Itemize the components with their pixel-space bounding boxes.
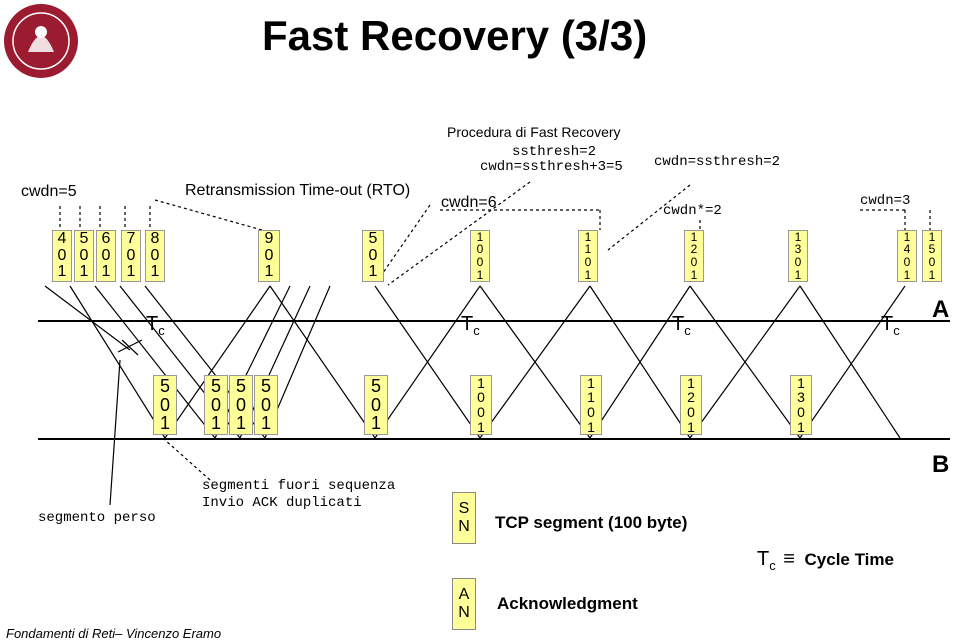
footer: Fondamenti di Reti– Vincenzo Eramo xyxy=(6,626,222,641)
page-title: Fast Recovery (3/3) xyxy=(262,12,648,59)
university-logo xyxy=(2,2,80,80)
host-b-label: B xyxy=(932,451,950,478)
cycle-time-marker: Tc xyxy=(461,313,480,338)
ssthresh-label: ssthresh=2 xyxy=(512,144,597,160)
cwdn-star-label: cwdn*=2 xyxy=(663,203,722,219)
timeline-a xyxy=(38,320,950,322)
cycle-time-legend: Tc ≡ Cycle Time xyxy=(757,548,894,573)
cycle-time-marker: Tc xyxy=(672,313,691,338)
lost-segment-label: segmento perso xyxy=(38,510,156,526)
cycle-time-marker: Tc xyxy=(881,313,900,338)
timeline-b xyxy=(38,438,950,440)
legend-ack-text: Acknowledgment xyxy=(497,594,638,613)
cwdn-3-label: cwdn=3 xyxy=(860,193,911,209)
rto-label: Retransmission Time-out (RTO) xyxy=(185,182,411,199)
cycle-time-marker: Tc xyxy=(146,313,165,338)
cwdn-5-label: cwdn=5 xyxy=(21,183,77,200)
duplicate-ack-label: Invio ACK duplicati xyxy=(202,495,362,511)
legend-segment-text: TCP segment (100 byte) xyxy=(495,513,688,532)
cwdn-ssthresh-label: cwdn=ssthresh=2 xyxy=(654,154,781,170)
procedure-label: Procedura di Fast Recovery xyxy=(447,124,621,140)
out-of-order-label: segmenti fuori sequenza xyxy=(202,478,396,494)
host-a-label: A xyxy=(932,296,950,323)
cwdn-6-label: cwdn=6 xyxy=(441,194,497,211)
cwdn-ssthresh-plus3-label: cwdn=ssthresh+3=5 xyxy=(480,159,623,175)
